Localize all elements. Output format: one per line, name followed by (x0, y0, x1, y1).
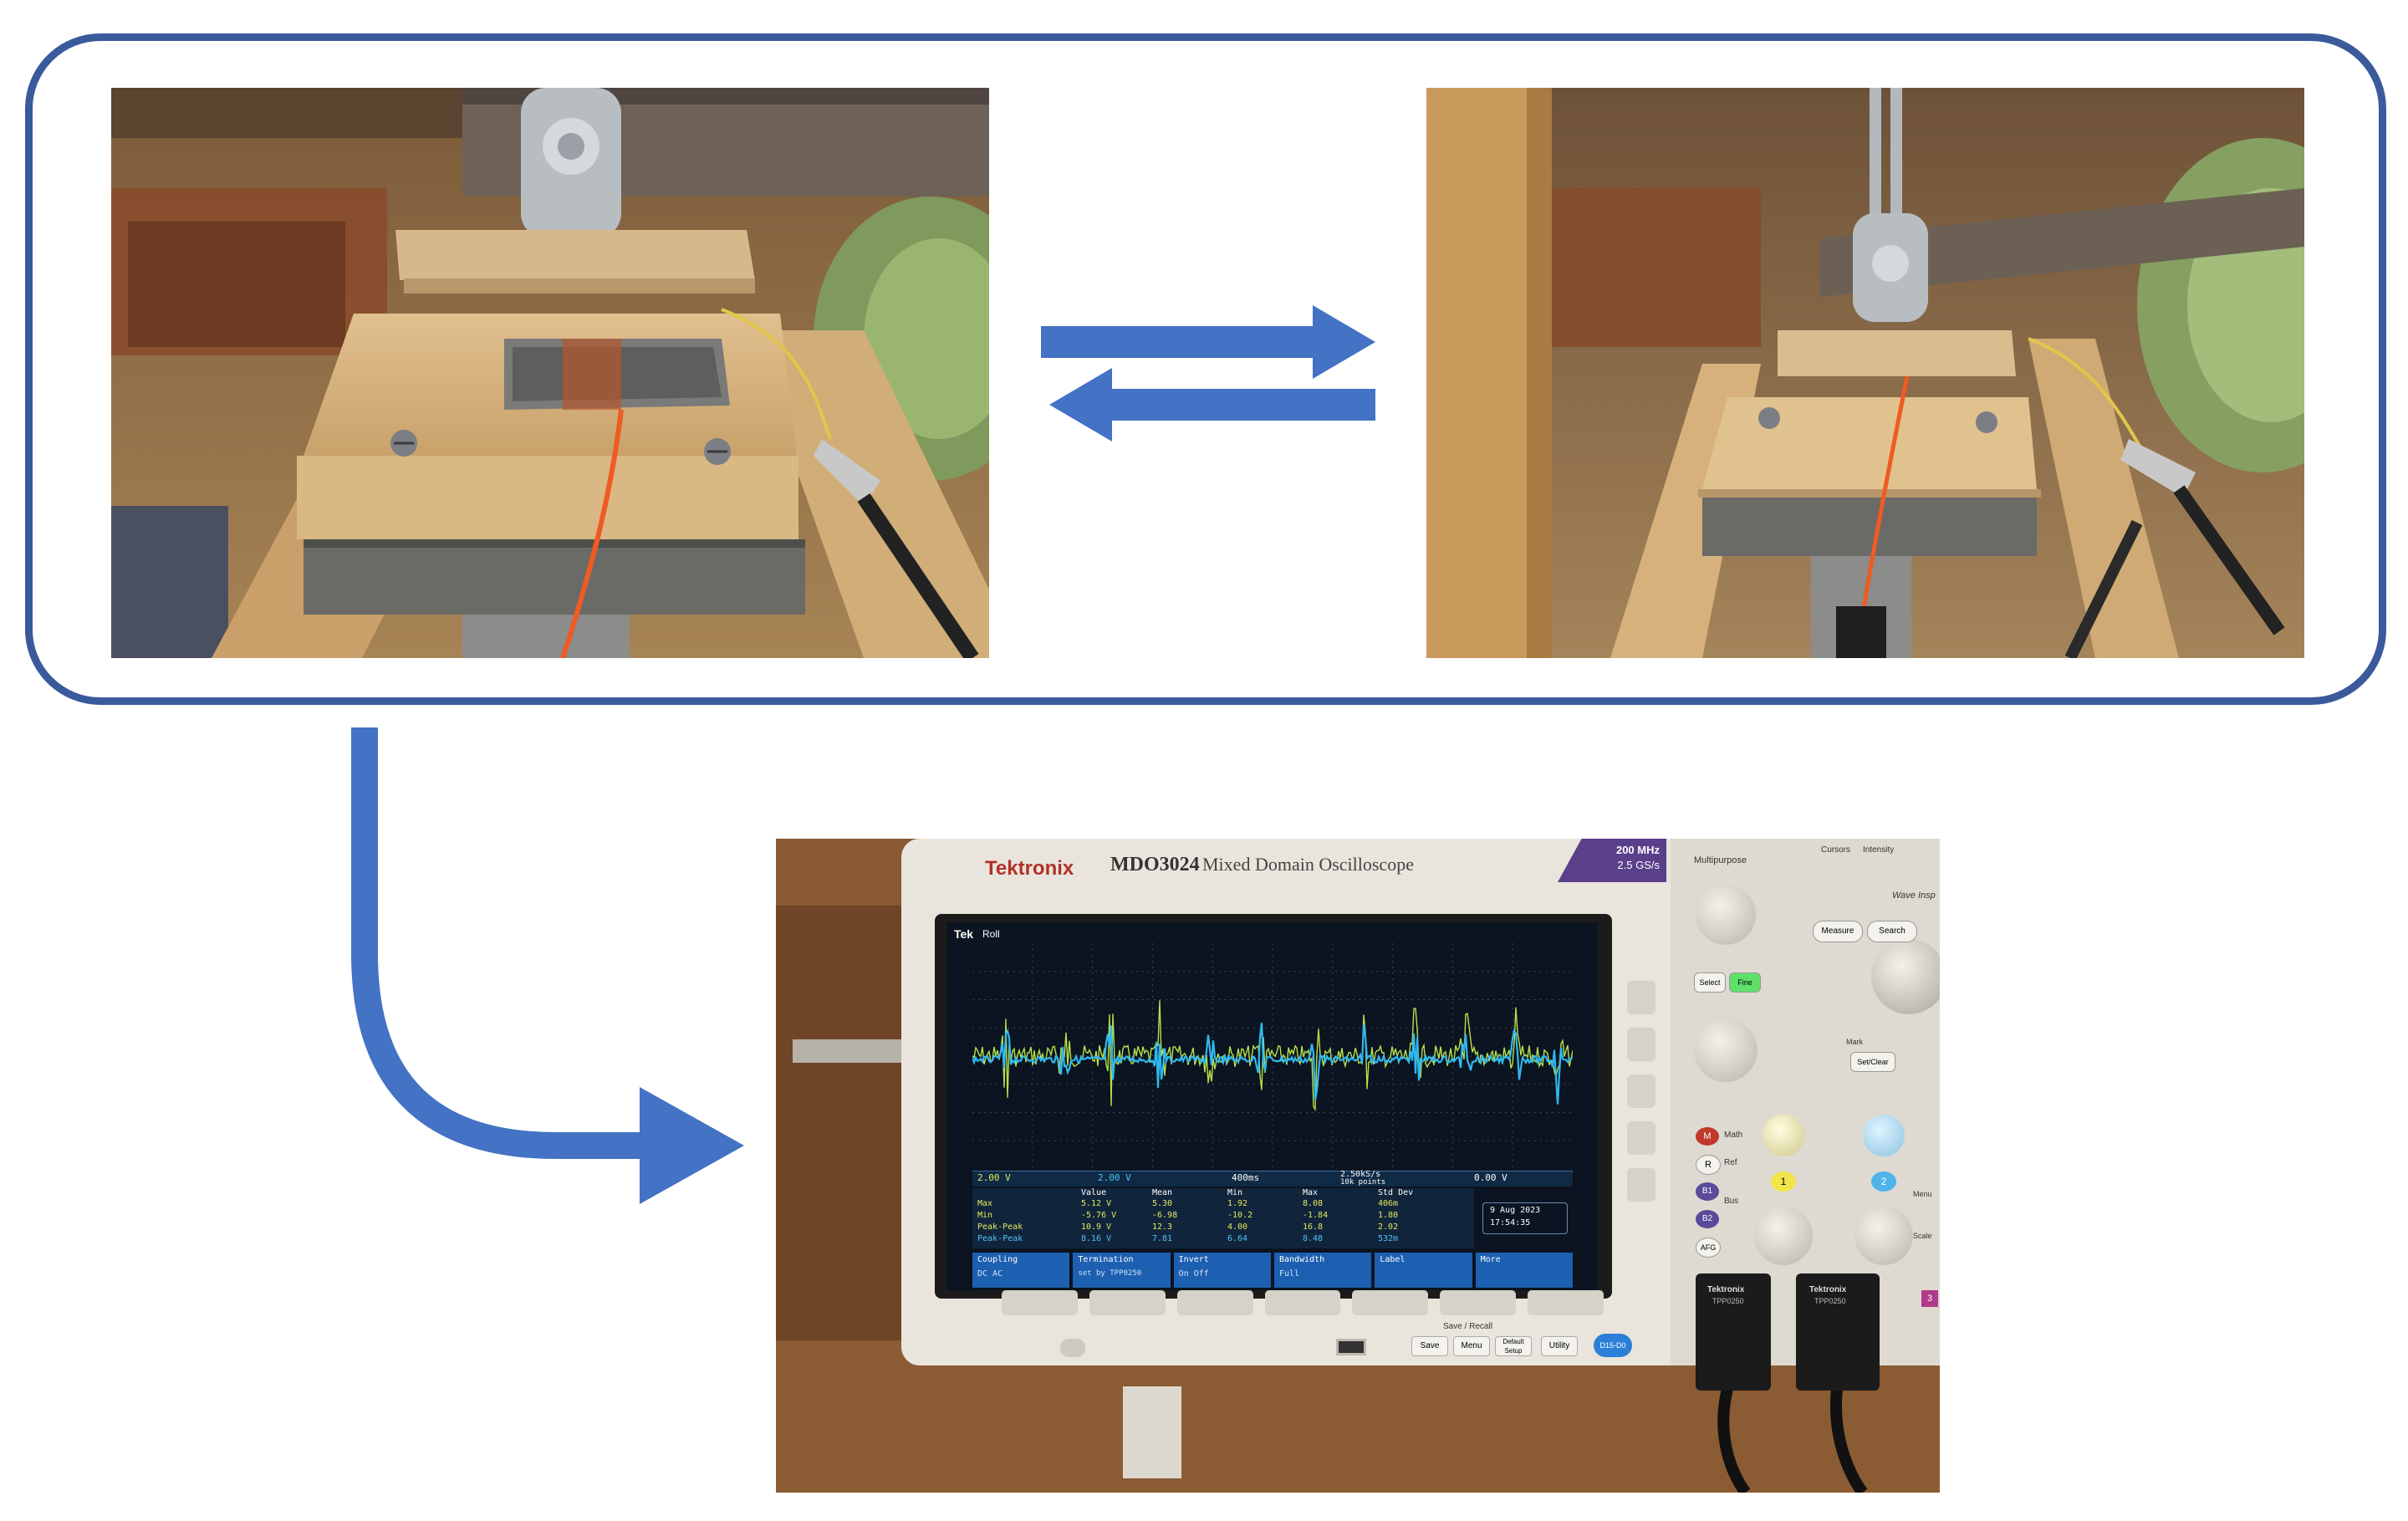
ch1-trace (972, 1000, 1573, 1112)
sample-rate: 2.50kS/s (1340, 1170, 1381, 1179)
ref-label: Ref (1724, 1158, 1737, 1167)
wave-inspector-label: Wave Insp (1892, 891, 1936, 901)
measurement-header-row: Value Mean Min Max Std Dev (1081, 1188, 1414, 1197)
arrow-right-icon (1041, 305, 1375, 379)
menu-bandwidth[interactable]: Bandwidth Full (1273, 1253, 1372, 1288)
ch1-trace-path (972, 1000, 1573, 1112)
bottom-button[interactable] (1176, 1290, 1253, 1315)
ref-button[interactable]: R (1696, 1155, 1721, 1175)
afg-button[interactable]: AFG (1696, 1238, 1721, 1258)
oscilloscope-screen: Tek Roll (947, 922, 1598, 1290)
probe-head-ch2: Tektronix TPP0250 (1796, 1273, 1880, 1391)
multipurpose-a-knob[interactable] (1696, 885, 1756, 945)
bus-label: Bus (1724, 1197, 1739, 1206)
multipurpose-b-knob[interactable] (1694, 1018, 1758, 1082)
digital-channels-button[interactable]: D15-D0 (1594, 1334, 1632, 1357)
ch3-indicator: 3 (1921, 1290, 1938, 1307)
bottom-button[interactable] (1440, 1290, 1517, 1315)
trigger-level: 0.00 V (1474, 1172, 1508, 1183)
bottom-button[interactable] (1002, 1290, 1078, 1315)
time-label: 17:54:35 (1490, 1218, 1531, 1228)
date-label: 9 Aug 2023 (1490, 1206, 1541, 1215)
ch2-trace (972, 1023, 1573, 1105)
arrow-left-icon (1049, 368, 1375, 441)
top-photos-frame (25, 33, 2386, 705)
bottom-button[interactable] (1528, 1290, 1604, 1315)
ch2-button[interactable]: 2 (1871, 1171, 1896, 1192)
ch2-position-knob[interactable] (1863, 1115, 1905, 1156)
ch1-scale-knob[interactable] (1754, 1207, 1813, 1265)
save-button[interactable]: Save (1411, 1336, 1448, 1356)
arrow-curved-down-right-icon (351, 727, 744, 1204)
energy-harvester-released-photo (1426, 88, 2304, 658)
cursors-label: Cursors (1821, 845, 1851, 855)
ch2-trace-path (972, 1023, 1573, 1105)
ch1-position-knob[interactable] (1763, 1115, 1804, 1156)
b1-button[interactable]: B1 (1696, 1182, 1719, 1201)
measurement-row: Peak-Peak 10.9 V 12.3 4.00 16.8 2.02 (977, 1222, 1399, 1232)
waveform-display (972, 943, 1573, 1169)
set-clear-button[interactable]: Set/Clear (1850, 1052, 1895, 1072)
model-label: MDO3024 (1110, 854, 1200, 875)
side-button[interactable] (1627, 1168, 1656, 1202)
model-description: Mixed Domain Oscilloscope (1202, 854, 1414, 875)
ch1-scale[interactable]: 2.00 V (977, 1172, 1011, 1183)
power-icon[interactable] (1060, 1339, 1085, 1357)
screen-header: Tek (954, 927, 974, 941)
intensity-label: Intensity (1863, 845, 1895, 855)
probe-cables (1717, 1381, 1868, 1493)
menu-invert[interactable]: Invert On Off (1173, 1253, 1271, 1288)
utility-button[interactable]: Utility (1541, 1336, 1578, 1356)
ch1-button[interactable]: 1 (1771, 1171, 1796, 1192)
menu-coupling[interactable]: Coupling DC AC (972, 1253, 1070, 1288)
multipurpose-label: Multipurpose (1694, 855, 1747, 865)
math-button[interactable]: M (1696, 1127, 1719, 1146)
side-button[interactable] (1627, 1074, 1656, 1108)
ch2-scale[interactable]: 2.00 V (1098, 1172, 1131, 1183)
measurement-row: Max 5.12 V 5.30 1.92 8.08 406m (977, 1199, 1399, 1208)
math-label: Math (1724, 1131, 1743, 1140)
side-softkeys (1627, 981, 1656, 1232)
energy-harvester-pressed-photo (111, 88, 989, 658)
channel-scale-bar: 2.00 V 2.00 V 400ms 2.50kS/s 10k points … (972, 1170, 1573, 1187)
mark-label: Mark (1846, 1038, 1863, 1046)
usb-port-icon (1336, 1339, 1366, 1355)
menu-more[interactable]: More (1475, 1253, 1573, 1288)
bottom-softkey-menu: Coupling DC AC Termination set by TPP025… (972, 1253, 1573, 1288)
pan-zoom-knob[interactable] (1871, 939, 1940, 1014)
measurement-table: Value Mean Min Max Std Dev Max 5.12 V 5.… (972, 1188, 1474, 1248)
default-setup-button[interactable]: Default Setup (1495, 1336, 1532, 1356)
bottom-button[interactable] (1352, 1290, 1429, 1315)
scale-label: Scale (1913, 1232, 1932, 1240)
exchange-arrows (1041, 305, 1375, 441)
bottom-button[interactable] (1089, 1290, 1166, 1315)
probe-head-ch1: Tektronix TPP0250 (1696, 1273, 1771, 1391)
save-recall-label: Save / Recall (1443, 1322, 1492, 1331)
menu-termination[interactable]: Termination set by TPP0250 (1073, 1253, 1171, 1288)
fine-button[interactable]: Fine (1729, 972, 1761, 993)
select-button[interactable]: Select (1694, 972, 1726, 993)
recall-menu-button[interactable]: Menu (1453, 1336, 1490, 1356)
oscilloscope-photo: Tektronix MDO3024 Mixed Domain Oscillosc… (776, 839, 1940, 1493)
timebase[interactable]: 400ms (1232, 1172, 1260, 1183)
side-button[interactable] (1627, 981, 1656, 1014)
acq-mode: Roll (982, 928, 1000, 940)
channel-menu-label: Menu (1913, 1190, 1932, 1198)
search-button[interactable]: Search (1867, 921, 1917, 942)
bottom-button[interactable] (1264, 1290, 1341, 1315)
date-time-box: 9 Aug 2023 17:54:35 (1482, 1202, 1568, 1234)
side-button[interactable] (1627, 1121, 1656, 1155)
ch2-scale-knob[interactable] (1854, 1207, 1913, 1265)
menu-label[interactable]: Label (1375, 1253, 1472, 1288)
b2-button[interactable]: B2 (1696, 1210, 1719, 1228)
measure-button[interactable]: Measure (1813, 921, 1863, 942)
side-button[interactable] (1627, 1028, 1656, 1061)
record-length: 10k points (1340, 1178, 1386, 1187)
measurement-row: Peak-Peak 8.16 V 7.81 6.64 8.48 532m (977, 1234, 1399, 1243)
brand-label: Tektronix (985, 857, 1074, 880)
measurement-row: Min -5.76 V -6.98 -10.2 -1.84 1.80 (977, 1211, 1399, 1220)
oscilloscope-body: Tektronix MDO3024 Mixed Domain Oscillosc… (901, 839, 1940, 1365)
bottom-softkeys (1002, 1290, 1604, 1315)
